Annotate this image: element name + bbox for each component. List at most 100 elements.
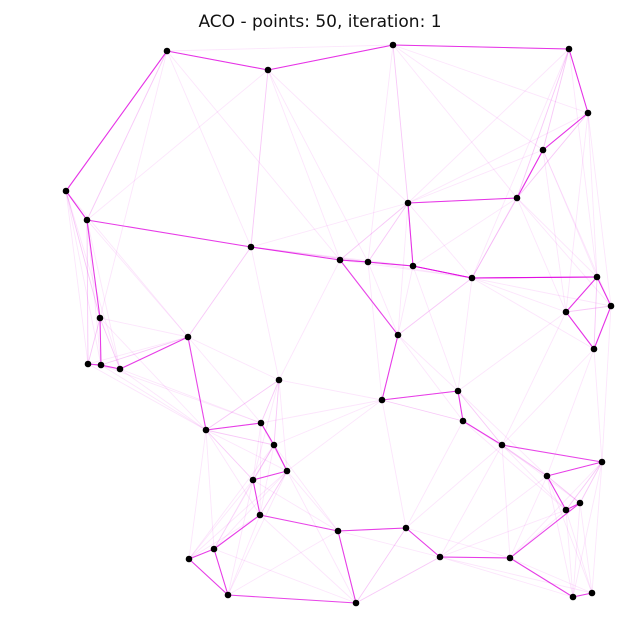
tour-edge <box>381 390 459 401</box>
pheromone-edge <box>252 479 339 532</box>
city-point <box>539 146 547 154</box>
pheromone-edge <box>367 261 383 401</box>
pheromone-edge <box>86 69 269 221</box>
city-point <box>562 308 570 316</box>
pheromone-edge <box>367 261 473 279</box>
tour-edge <box>471 276 598 279</box>
pheromone-edge <box>392 44 409 204</box>
tour-edge <box>509 557 574 598</box>
pheromone-edge <box>119 368 262 424</box>
pheromone-edge <box>259 444 275 516</box>
city-point <box>562 506 570 514</box>
tour-edge <box>381 334 399 401</box>
tour-edge <box>392 44 570 50</box>
city-point <box>224 591 232 599</box>
tour-edge <box>337 527 407 532</box>
pheromone-edge <box>339 259 473 279</box>
pheromone-edge <box>516 197 567 313</box>
pheromone-edge <box>213 479 254 550</box>
tour-edge <box>213 514 261 550</box>
pheromone-edge <box>405 527 511 559</box>
tour-edge <box>367 261 414 267</box>
city-point <box>364 258 372 266</box>
city-point <box>607 302 615 310</box>
pheromone-edge <box>516 197 612 307</box>
pheromone-edge <box>99 317 207 431</box>
pheromone-edge <box>250 69 269 248</box>
tour-edge <box>339 259 399 336</box>
pheromone-edge <box>367 202 409 263</box>
city-point <box>283 467 291 475</box>
city-point <box>394 331 402 339</box>
pheromone-edge <box>587 112 612 307</box>
pheromone-edge <box>542 149 598 278</box>
pheromone-edge <box>100 336 189 366</box>
pheromone-edge <box>166 50 341 261</box>
tour-edge <box>546 475 567 511</box>
city-point <box>409 262 417 270</box>
pheromone-edge <box>397 334 459 392</box>
pheromone-edge <box>509 461 603 559</box>
pheromone-edge <box>250 246 280 381</box>
pheromone-edge <box>457 311 567 392</box>
city-point <box>590 345 598 353</box>
pheromone-edge <box>579 502 593 594</box>
pheromone-edge <box>100 364 207 431</box>
city-point <box>402 524 410 532</box>
pheromone-edge <box>407 112 589 204</box>
tour-edge <box>407 197 518 204</box>
pheromone-edge <box>252 379 280 481</box>
city-point <box>264 66 272 74</box>
pheromone-edge <box>188 470 288 560</box>
pheromone-edge <box>205 429 254 481</box>
city-point <box>513 194 521 202</box>
pheromone-edge <box>267 69 409 204</box>
pheromone-edge <box>471 197 518 279</box>
pheromone-edge <box>392 44 518 199</box>
tour-edge <box>86 219 252 248</box>
pheromone-edge <box>565 461 603 511</box>
pheromone-edge <box>439 475 548 558</box>
tour-edge <box>516 149 544 199</box>
pheromone-edge <box>187 246 252 338</box>
pheromone-edge <box>250 202 409 248</box>
tour-edge <box>439 556 511 559</box>
pheromone-edge <box>397 265 414 336</box>
city-point <box>543 472 551 480</box>
pheromone-edge <box>407 202 473 279</box>
pheromone-edge <box>187 336 262 424</box>
city-point <box>593 273 601 281</box>
pheromone-edge <box>565 509 574 598</box>
pheromone-edge <box>501 444 511 559</box>
tour-edge <box>273 444 288 472</box>
tour-edge <box>405 527 441 558</box>
pheromone-edge <box>501 444 567 511</box>
city-point <box>389 41 397 49</box>
pheromone-edge <box>259 470 288 516</box>
pheromone-edge <box>188 479 254 560</box>
pheromone-edge <box>572 502 581 598</box>
city-point <box>404 199 412 207</box>
pheromone-edge <box>213 470 288 550</box>
pheromone-edge <box>579 461 603 504</box>
city-point <box>506 554 514 562</box>
pheromone-edge <box>227 530 339 596</box>
pheromone-edge <box>501 311 567 446</box>
pheromone-edge <box>565 305 612 313</box>
pheromone-edge <box>439 509 567 558</box>
pheromone-edge <box>267 69 369 263</box>
pheromone-edge <box>412 265 459 392</box>
pheromone-edge <box>286 470 357 604</box>
pheromone-edge <box>439 556 593 594</box>
pheromone-edge <box>273 444 339 532</box>
pheromone-edge <box>405 444 503 529</box>
pheromone-edge <box>568 48 598 278</box>
pheromone-edge <box>509 557 593 594</box>
pheromone-edge <box>601 305 612 463</box>
city-point <box>334 527 342 535</box>
city-point <box>62 187 70 195</box>
pheromone-edge <box>397 277 473 336</box>
pheromone-edge <box>405 420 464 529</box>
